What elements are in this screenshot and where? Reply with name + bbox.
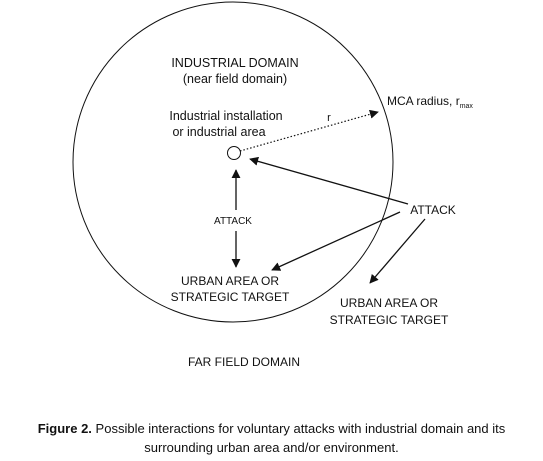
urban-outer-label-line1: URBAN AREA OR bbox=[340, 296, 438, 310]
attack-to-urban-outer-arrow bbox=[369, 218, 426, 284]
interaction-diagram: INDUSTRIAL DOMAIN (near field domain) In… bbox=[72, 1, 473, 369]
figure-caption-text-2: surrounding urban area and/or environmen… bbox=[144, 440, 399, 455]
attack-to-installation-arrow bbox=[249, 156, 409, 205]
figure-caption-text-1: Possible interactions for voluntary atta… bbox=[95, 421, 506, 436]
industrial-domain-subtitle: (near field domain) bbox=[183, 72, 287, 86]
industrial-domain-circle bbox=[72, 1, 394, 323]
mca-radius-prefix: MCA radius, r bbox=[387, 94, 460, 108]
attack-to-urban-inner-arrow bbox=[271, 211, 401, 271]
urban-outer-label-line2: STRATEGIC TARGET bbox=[330, 313, 449, 327]
urban-inner-label-line1: URBAN AREA OR bbox=[181, 274, 279, 288]
attack-inner-label: ATTACK bbox=[214, 216, 252, 227]
radius-arrow bbox=[239, 109, 379, 152]
mca-radius-subscript: max bbox=[460, 103, 474, 110]
radius-symbol: r bbox=[327, 112, 331, 124]
mca-radius-label: MCA radius, rmax bbox=[387, 94, 473, 110]
figure-caption-label: Figure 2. bbox=[37, 421, 92, 436]
far-field-label: FAR FIELD DOMAIN bbox=[188, 355, 300, 369]
figure-caption-line1: Figure 2. Possible interactions for volu… bbox=[0, 419, 543, 438]
installation-label-line1: Industrial installation bbox=[169, 109, 282, 123]
attack-outer-label: ATTACK bbox=[410, 203, 456, 217]
installation-label-line2: or industrial area bbox=[172, 125, 265, 139]
industrial-domain-title: INDUSTRIAL DOMAIN bbox=[171, 56, 298, 70]
urban-inner-label-line2: STRATEGIC TARGET bbox=[171, 290, 290, 304]
figure-caption-line2: surrounding urban area and/or environmen… bbox=[0, 438, 543, 457]
installation-marker bbox=[227, 146, 241, 160]
